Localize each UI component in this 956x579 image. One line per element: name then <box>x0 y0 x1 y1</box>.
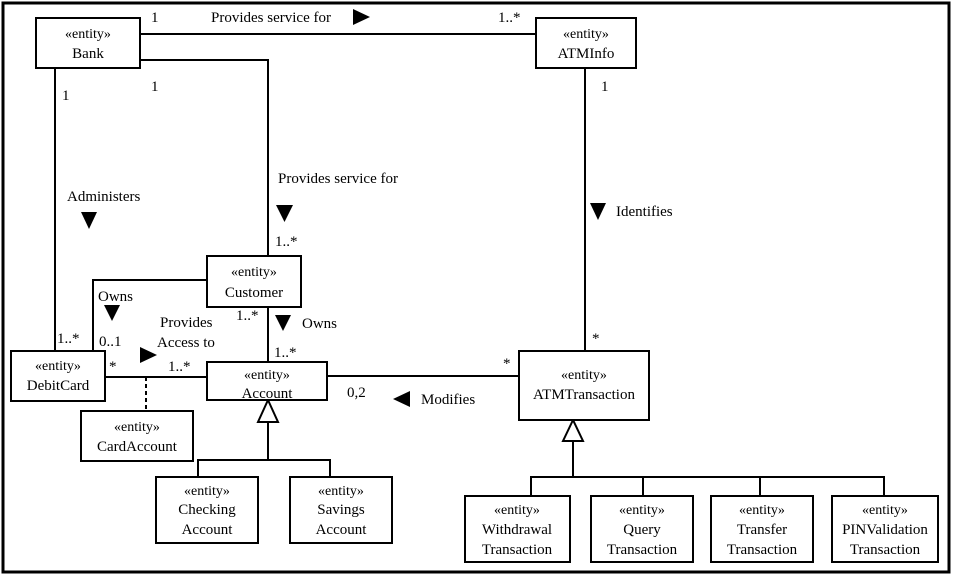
assoc-label-identifies: Identifies <box>616 204 673 220</box>
entity-name-line1: Savings <box>317 502 365 518</box>
mult-debitcard-to-account: * <box>109 359 117 375</box>
account-gen-branches <box>197 459 331 477</box>
entity-name: CardAccount <box>97 439 178 455</box>
entity-account: «entity» Account <box>206 361 328 402</box>
atmtransaction-gen-branch-bar <box>530 476 885 496</box>
entity-stereotype: «entity» <box>739 503 785 518</box>
entity-stereotype: «entity» <box>184 484 230 499</box>
mult-account-from-customer: 1..* <box>274 345 297 361</box>
entity-savings-account: «entity» Savings Account <box>289 476 393 544</box>
entity-name-line2: Account <box>316 522 368 538</box>
mult-account-from-debitcard: 1..* <box>168 359 191 375</box>
multiplicity-labels: 1 1..* 1 1..* 1 1..* 1 0..1 1..* 1..* * … <box>57 10 609 401</box>
customer-debitcard-line <box>92 279 207 351</box>
bank-customer-line <box>140 59 269 256</box>
assoc-label-owns-debitcard: Owns <box>98 289 133 305</box>
entity-transfer-transaction: «entity» Transfer Transaction <box>710 495 814 563</box>
entity-name: Customer <box>225 285 283 301</box>
entity-stereotype: «entity» <box>244 368 290 383</box>
assoc-label-bank-customer: Provides service for <box>278 171 398 187</box>
modifies-arrow-icon <box>393 391 410 407</box>
entity-name: ATMTransaction <box>533 387 635 403</box>
entity-pinvalidation-transaction: «entity» PINValidation Transaction <box>831 495 939 563</box>
mult-debitcard-from-customer: 0..1 <box>99 334 122 350</box>
entity-name: Account <box>242 386 294 402</box>
owns-account-arrow-icon <box>275 315 291 331</box>
mult-debitcard-from-bank: 1..* <box>57 331 80 347</box>
assoc-label-administers: Administers <box>67 189 140 205</box>
entity-customer: «entity» Customer <box>206 255 302 308</box>
entity-stereotype: «entity» <box>65 27 111 42</box>
entity-stereotype: «entity» <box>231 265 277 280</box>
entity-name: Bank <box>72 46 104 62</box>
entity-stereotype: «entity» <box>114 420 160 435</box>
provides-access-arrow-icon <box>140 347 157 363</box>
assoc-label-access-to: Access to <box>157 335 215 351</box>
entity-stereotype: «entity» <box>619 503 665 518</box>
mult-bank-to-customer: 1 <box>151 79 159 95</box>
entity-stereotype: «entity» <box>494 503 540 518</box>
entity-name-line1: Transfer <box>737 522 787 538</box>
entity-name-line2: Transaction <box>607 542 678 558</box>
entity-name: DebitCard <box>27 378 90 394</box>
entity-stereotype: «entity» <box>35 359 81 374</box>
mult-atminfo-from-bank: 1..* <box>498 10 521 26</box>
mult-account-to-atmtransaction: 0,2 <box>347 385 366 401</box>
entity-withdrawal-transaction: «entity» Withdrawal Transaction <box>464 495 571 563</box>
owns-debitcard-arrow-icon <box>104 305 120 321</box>
provides-service-customer-arrow-icon <box>276 205 293 222</box>
entity-name-line1: Withdrawal <box>482 522 552 538</box>
entity-stereotype: «entity» <box>561 368 607 383</box>
entity-stereotype: «entity» <box>563 27 609 42</box>
mult-atminfo-to-atmtransaction: 1 <box>601 79 609 95</box>
entity-name-line2: Transaction <box>482 542 553 558</box>
association-labels: Provides service for Provides service fo… <box>67 10 673 408</box>
administers-arrow-icon <box>81 212 97 229</box>
entity-atminfo: «entity» ATMInfo <box>535 17 637 69</box>
entity-cardaccount: «entity» CardAccount <box>80 410 194 462</box>
assoc-label-bank-atminfo: Provides service for <box>211 10 331 26</box>
entity-stereotype: «entity» <box>318 484 364 499</box>
entity-name: ATMInfo <box>558 46 615 62</box>
entity-name-line1: Checking <box>178 502 236 518</box>
atmtransaction-generalization-triangle <box>561 417 585 442</box>
association-lines <box>54 33 885 496</box>
entity-name-line2: Transaction <box>727 542 798 558</box>
entity-name-line2: Transaction <box>850 542 921 558</box>
direction-arrows <box>81 9 606 407</box>
mult-customer-from-bank: 1..* <box>275 234 298 250</box>
provides-service-atminfo-arrow-icon <box>353 9 370 25</box>
account-generalization-triangle <box>256 397 280 423</box>
entity-debitcard: «entity» DebitCard <box>10 350 106 402</box>
assoc-label-modifies: Modifies <box>421 392 475 408</box>
mult-atmtransaction-from-atminfo: * <box>592 331 600 347</box>
entity-atmtransaction: «entity» ATMTransaction <box>518 350 650 421</box>
mult-bank-to-atminfo: 1 <box>151 10 159 26</box>
entity-stereotype: «entity» <box>862 503 908 518</box>
mult-customer-to-account: 1..* <box>236 308 259 324</box>
entity-checking-account: «entity» Checking Account <box>155 476 259 544</box>
assoc-label-owns-account: Owns <box>302 316 337 332</box>
assoc-label-provides: Provides <box>160 315 213 331</box>
entity-bank: «entity» Bank <box>35 17 141 69</box>
entity-name-line1: PINValidation <box>842 522 928 538</box>
mult-bank-to-debitcard: 1 <box>62 88 70 104</box>
entity-name-line2: Account <box>182 522 234 538</box>
mult-atmtransaction-from-account: * <box>503 356 511 372</box>
identifies-arrow-icon <box>590 203 606 220</box>
entity-query-transaction: «entity» Query Transaction <box>590 495 694 563</box>
entity-name-line1: Query <box>623 522 661 538</box>
